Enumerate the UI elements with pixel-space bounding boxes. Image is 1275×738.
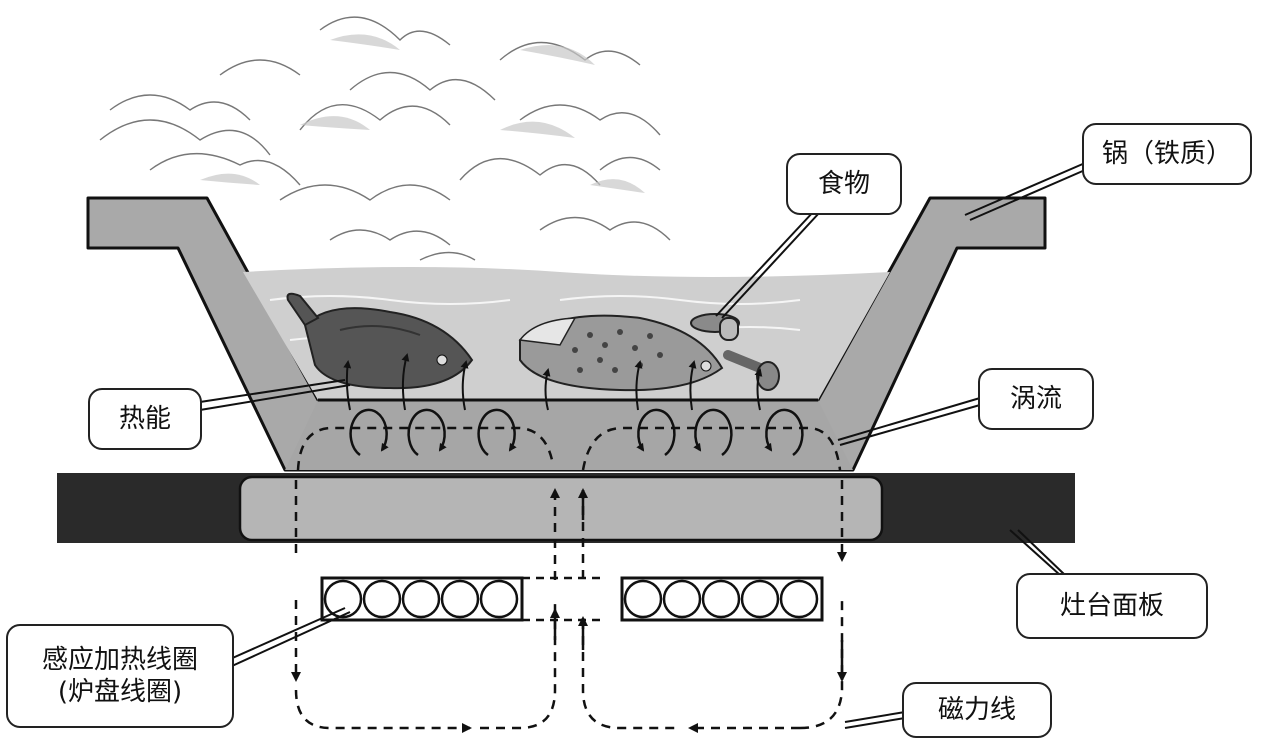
flux-arrow-icon xyxy=(291,480,847,733)
label-coil-line2: (炉盘线圈) xyxy=(57,677,183,707)
coil-right xyxy=(620,576,824,622)
flux-in-pot xyxy=(296,426,842,471)
label-food: 食物 xyxy=(786,153,902,215)
label-eddy-text: 涡流 xyxy=(1009,383,1062,414)
label-heat: 热能 xyxy=(88,388,202,450)
label-flux-text: 磁力线 xyxy=(937,694,1016,725)
coil-left xyxy=(320,576,524,622)
leader-lines xyxy=(199,162,1086,729)
label-panel: 灶台面板 xyxy=(1016,573,1208,639)
pot-base xyxy=(285,400,853,470)
label-eddy: 涡流 xyxy=(978,368,1094,430)
label-panel-text: 灶台面板 xyxy=(1059,590,1164,621)
mushroom-icon xyxy=(690,313,780,391)
coil-gap xyxy=(522,576,600,622)
flux-arrowheads xyxy=(550,488,847,682)
label-coil-line1: 感应加热线圈 xyxy=(41,644,198,675)
label-food-text: 食物 xyxy=(817,168,870,199)
label-pot: 锅（铁质） xyxy=(1082,123,1252,185)
steam-cloud-icon xyxy=(99,16,671,261)
label-pot-text: 锅（铁质） xyxy=(1101,138,1232,169)
cooktop-glass xyxy=(238,475,884,542)
eddy-loop-icon xyxy=(349,408,804,457)
label-coil: 感应加热线圈 (炉盘线圈) xyxy=(6,624,234,728)
label-heat-text: 热能 xyxy=(118,403,171,434)
label-flux: 磁力线 xyxy=(902,682,1052,738)
steam-cloud-shade-icon xyxy=(200,34,645,193)
